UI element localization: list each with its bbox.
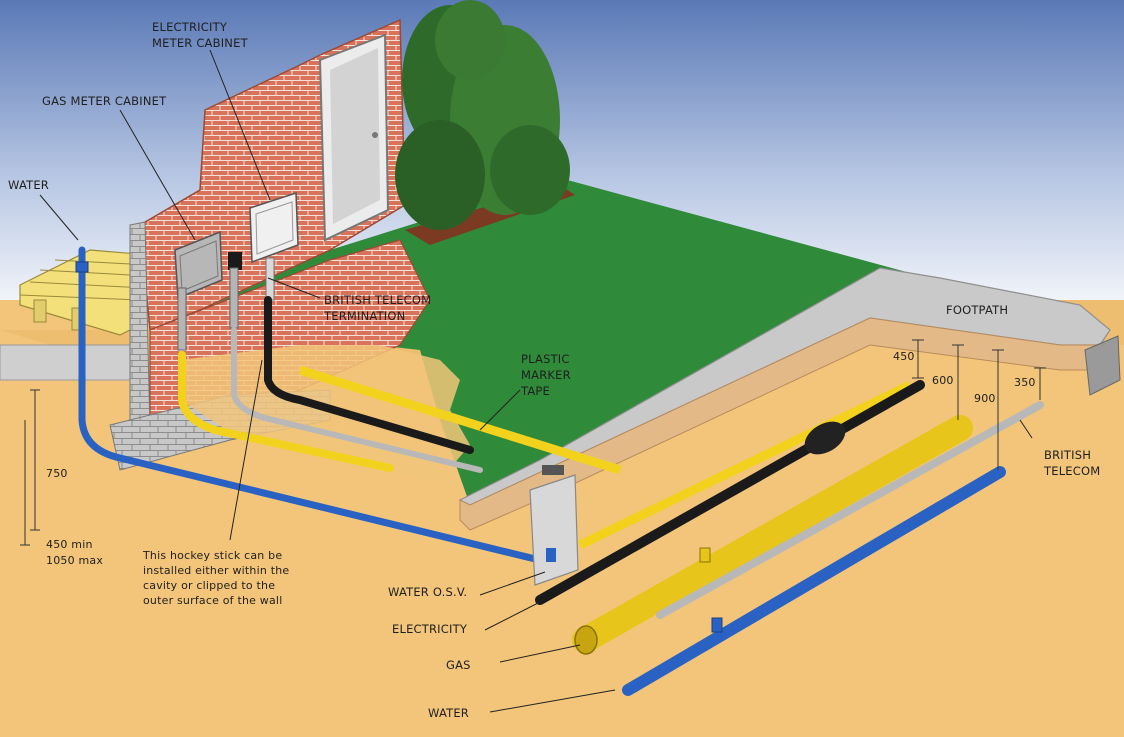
label-electricity-meter-cabinet-1: ELECTRICITY xyxy=(152,20,228,34)
label-gas: GAS xyxy=(446,658,471,672)
label-water-bottom: WATER xyxy=(428,706,469,720)
label-plastic-marker-tape-3: TAPE xyxy=(521,384,550,398)
label-plastic-marker-tape-1: PLASTIC xyxy=(521,352,570,366)
hockey-stick-note: This hockey stick can be installed eithe… xyxy=(143,549,290,607)
dimension-lines xyxy=(20,339,1046,546)
label-water-osv: WATER O.S.V. xyxy=(388,585,468,599)
label-british-telecom-termination-1: BRITISH TELECOM xyxy=(324,293,432,307)
kerb-block xyxy=(1084,335,1121,396)
dim-750: 750 xyxy=(46,467,68,480)
marker-tape-main xyxy=(578,380,912,550)
dim-450: 450 xyxy=(893,350,915,363)
marker-tape-near xyxy=(298,365,622,475)
label-water-top: WATER xyxy=(8,178,49,192)
dim-max: 1050 max xyxy=(46,554,104,567)
telecom-main xyxy=(656,401,1044,619)
dim-min: 450 min xyxy=(46,538,93,551)
label-plastic-marker-tape-2: MARKER xyxy=(521,368,571,382)
label-electricity: ELECTRICITY xyxy=(392,622,468,636)
electric-main xyxy=(535,380,925,605)
water-service-pipe xyxy=(78,246,564,569)
telecom-duct-wall xyxy=(231,327,483,473)
electric-hockey-stick xyxy=(264,296,474,454)
tree xyxy=(395,0,575,245)
label-electricity-meter-cabinet-2: METER CABINET xyxy=(152,36,248,50)
dim-900: 900 xyxy=(974,392,996,405)
leader-lines xyxy=(39,49,1033,713)
label-footpath: FOOTPATH xyxy=(946,303,1009,317)
telecom-termination-box xyxy=(228,252,242,270)
label-british-telecom-termination-2: TERMINATION xyxy=(324,309,406,323)
label-gas-meter-cabinet: GAS METER CABINET xyxy=(42,94,167,108)
concrete-slab xyxy=(0,344,151,381)
dim-350: 350 xyxy=(1014,376,1036,389)
electricity-meter-cabinet xyxy=(249,191,299,264)
trench-cutaway xyxy=(180,345,470,480)
gas-service-pipe-wall xyxy=(178,351,394,472)
gas-meter-cabinet xyxy=(174,230,223,300)
water-main xyxy=(622,466,1006,696)
dim-600: 600 xyxy=(932,374,954,387)
gas-main xyxy=(572,415,973,653)
label-british-telecom-2: TELECOM xyxy=(1044,464,1101,478)
osv-chamber xyxy=(529,474,579,586)
label-british-telecom-1: BRITISH xyxy=(1044,448,1092,462)
